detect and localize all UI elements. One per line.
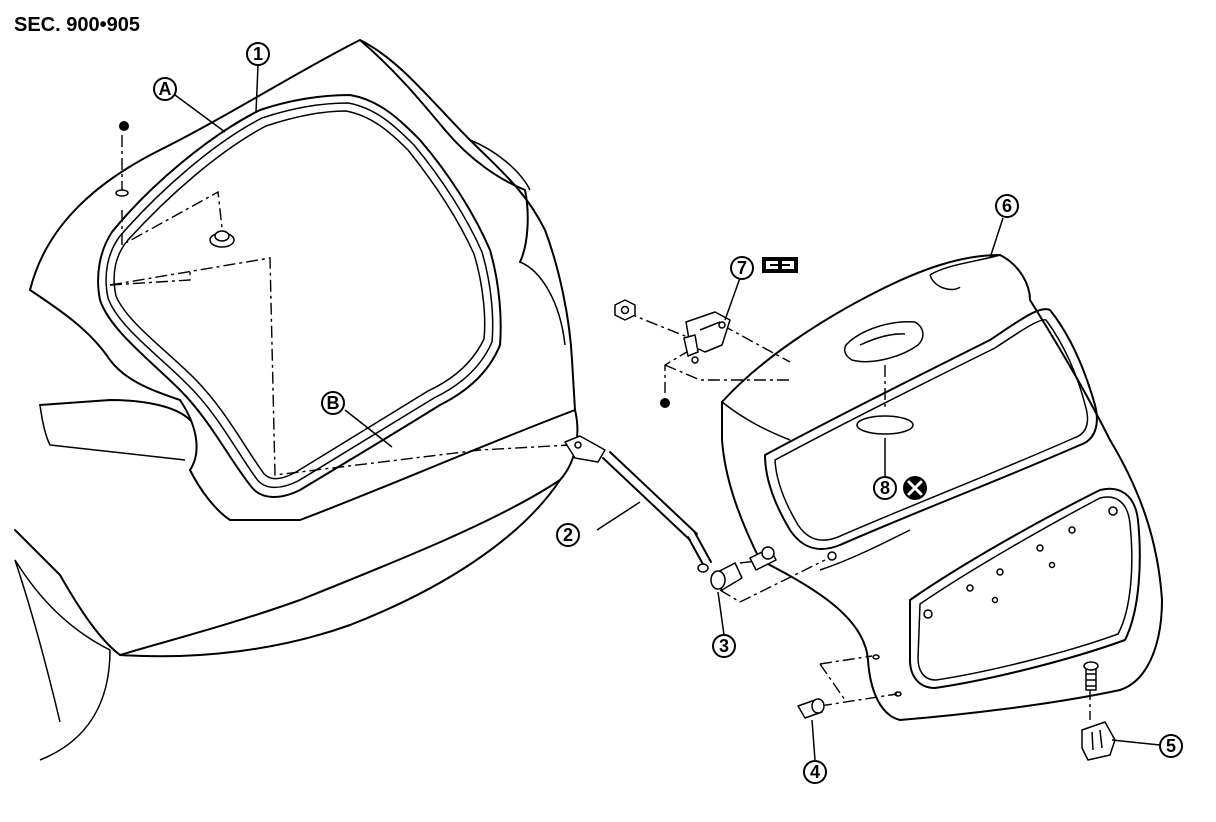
- callout-6: 6: [995, 194, 1019, 218]
- svg-text:1: 1: [253, 44, 263, 64]
- svg-text:4: 4: [810, 762, 820, 782]
- svg-text:2: 2: [563, 525, 573, 545]
- callout-3: 3: [712, 634, 736, 658]
- vehicle-body: [14, 39, 579, 761]
- assembly-lines: [109, 135, 1091, 720]
- fastener-symbol: [119, 121, 129, 131]
- callout-5: 5: [1159, 734, 1183, 758]
- back-door-hinge: [683, 311, 731, 364]
- leader-2: [596, 501, 641, 531]
- leader-A: [174, 94, 226, 133]
- callout-B: B: [321, 391, 345, 415]
- back-door-bumper: [797, 698, 825, 719]
- back-door-stay: [564, 435, 712, 573]
- fastener-symbol: [660, 398, 670, 408]
- leader-6: [989, 217, 1004, 259]
- callout-4: 4: [803, 760, 827, 784]
- callout-2: 2: [556, 523, 580, 547]
- back-door-striker: [1081, 661, 1116, 761]
- leader-4: [811, 719, 816, 761]
- callout-1: 1: [246, 42, 270, 66]
- stay-ball-stud: [710, 546, 777, 591]
- callout-A: A: [153, 77, 177, 101]
- body-hole: [115, 189, 129, 197]
- alignment-icon: [762, 257, 798, 273]
- leader-B: [344, 409, 393, 448]
- svg-text:7: 7: [737, 258, 747, 278]
- body-clip: [209, 230, 235, 248]
- callout-8: 8: [873, 476, 897, 500]
- back-door-panel: [721, 254, 1163, 721]
- leader-7: [724, 277, 741, 321]
- svg-text:3: 3: [719, 636, 729, 656]
- leader-3: [717, 591, 725, 636]
- svg-text:6: 6: [1002, 196, 1012, 216]
- svg-text:5: 5: [1166, 736, 1176, 756]
- svg-text:A: A: [159, 79, 172, 99]
- hinge-nut: [614, 299, 636, 321]
- x-in-circle-icon: [903, 476, 927, 500]
- section-reference: SEC. 900•905: [14, 14, 140, 36]
- callout-7: 7: [730, 256, 754, 280]
- svg-text:B: B: [327, 393, 340, 413]
- leader-1: [255, 65, 259, 113]
- svg-text:8: 8: [880, 478, 890, 498]
- leader-5: [1111, 739, 1161, 746]
